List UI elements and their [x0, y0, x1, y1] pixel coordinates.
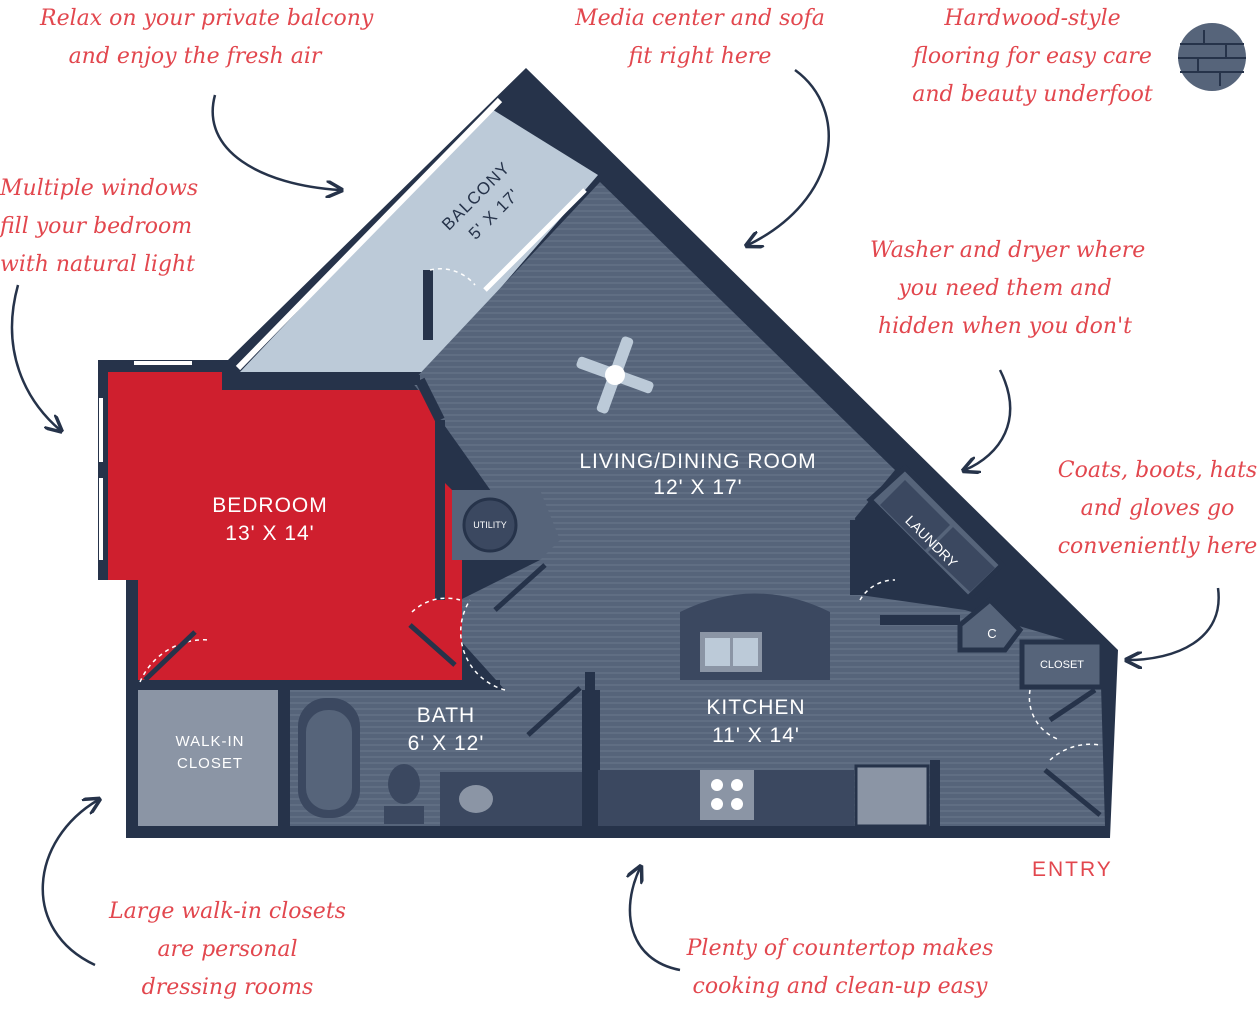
ceiling-fan-icon — [576, 336, 654, 414]
note-countertop: Plenty of countertop makes cooking and c… — [685, 930, 995, 1006]
note-media: Media center and sofa fit right here — [570, 0, 830, 76]
entry-closet-label: CLOSET — [1040, 659, 1084, 671]
note-flooring-line3: and beauty underfoot — [912, 82, 1153, 107]
burner-2 — [731, 779, 743, 791]
note-windows: Multiple windows fill your bedroom with … — [0, 170, 199, 284]
note-laundry-line3: hidden when you don't — [878, 314, 1132, 339]
note-coats: Coats, boots, hats and gloves go conveni… — [1055, 452, 1260, 566]
entry-closet — [1019, 639, 1105, 690]
note-balcony-line2: and enjoy the fresh air — [68, 44, 322, 69]
living-floor — [412, 182, 1105, 826]
burner-1 — [711, 779, 723, 791]
note-coats-line3: conveniently here — [1057, 534, 1258, 559]
coat-closet-label: C — [987, 626, 996, 641]
note-flooring-line1: Hardwood-style — [944, 6, 1121, 31]
bath-name: BATH — [417, 704, 475, 727]
toilet-tank — [384, 806, 424, 824]
walkin-closet-floor — [138, 690, 278, 826]
note-laundry-line2: you need them and — [898, 276, 1112, 301]
sink-basin-left — [705, 638, 730, 666]
coat-closet — [957, 596, 1024, 653]
annotation-arrows — [10, 68, 1220, 972]
note-closets: Large walk-in closets are personal dress… — [105, 893, 350, 1007]
note-media-line2: fit right here — [628, 44, 772, 69]
door-leaves — [143, 563, 1102, 817]
bath-size: 6' X 12' — [408, 732, 485, 755]
note-closets-line2: are personal — [157, 937, 298, 962]
note-windows-line2: fill your bedroom — [0, 214, 193, 239]
note-coats-line1: Coats, boots, hats — [1057, 458, 1258, 483]
entry-label: ENTRY — [1032, 858, 1113, 881]
note-coats-line2: and gloves go — [1080, 496, 1235, 521]
note-closets-line1: Large walk-in closets — [109, 899, 346, 924]
kitchen-size: 11' X 14' — [712, 724, 800, 747]
utility-label: UTILITY — [473, 520, 507, 530]
note-laundry: Washer and dryer where you need them and… — [870, 232, 1146, 346]
note-media-line1: Media center and sofa — [575, 6, 825, 31]
walkin-line2: CLOSET — [177, 755, 243, 772]
living-name: LIVING/DINING ROOM — [579, 450, 816, 473]
burner-4 — [731, 798, 743, 810]
note-balcony-line1: Relax on your private balcony — [40, 6, 374, 31]
stove-icon — [700, 770, 754, 820]
note-balcony: Relax on your private balcony and enjoy … — [40, 0, 374, 76]
note-windows-line1: Multiple windows — [0, 176, 199, 201]
note-laundry-line1: Washer and dryer where — [870, 238, 1146, 263]
balcony-floor — [240, 108, 598, 372]
washer-icon — [880, 480, 950, 550]
note-flooring-line2: flooring for easy care — [913, 44, 1152, 69]
bath-sink-icon — [459, 785, 493, 813]
refrigerator — [854, 764, 930, 828]
bedroom-size: 13' X 14' — [225, 522, 314, 545]
dryer-icon — [928, 527, 995, 592]
brick-swatch-icon — [1178, 23, 1246, 91]
sink-basin-right — [733, 638, 758, 666]
interior-walls — [130, 270, 960, 830]
toilet-icon — [388, 764, 420, 804]
balcony-glass-door — [483, 188, 587, 292]
bedroom-floor — [108, 372, 462, 680]
burner-3 — [711, 798, 723, 810]
utility-water-heater — [462, 497, 518, 553]
note-closets-line3: dressing rooms — [141, 975, 314, 1000]
door-swings — [139, 268, 1101, 761]
bedroom-name: BEDROOM — [212, 494, 328, 517]
living-size: 12' X 17' — [653, 476, 742, 499]
note-countertop-line2: cooking and clean-up easy — [692, 974, 988, 999]
note-countertop-line1: Plenty of countertop makes — [686, 936, 994, 961]
note-flooring: Hardwood-style flooring for easy care an… — [905, 0, 1160, 114]
note-windows-line3: with natural light — [0, 252, 195, 277]
balcony-railing — [235, 97, 503, 371]
kitchen-name: KITCHEN — [706, 696, 805, 719]
bathtub-basin — [306, 710, 352, 810]
walkin-line1: WALK-IN — [176, 733, 245, 750]
